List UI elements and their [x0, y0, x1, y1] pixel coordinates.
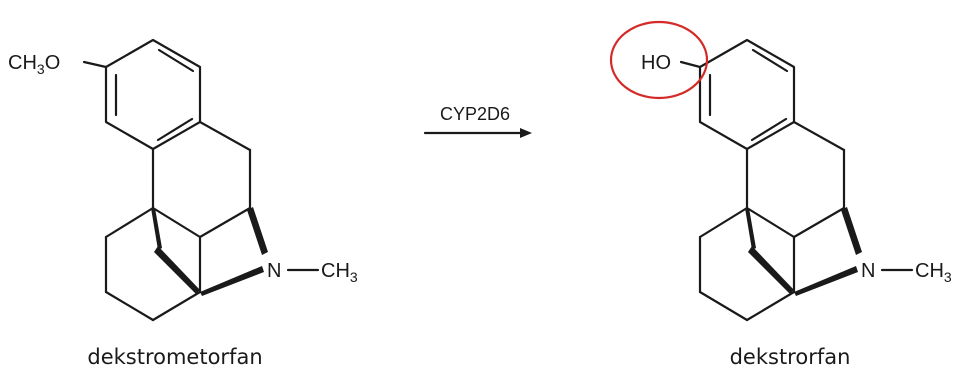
- reactant-wedge-bond: [151, 208, 162, 250]
- product-wedge-bond: [745, 208, 756, 250]
- product-name: dekstrorfan: [730, 345, 851, 367]
- product-bond: [745, 206, 796, 239]
- reactant-nitrogen-label: N: [267, 260, 281, 282]
- reactant-double-bond: [157, 48, 195, 73]
- product-double-bond: [750, 117, 788, 142]
- reactant-bond: [82, 60, 108, 69]
- product-bond: [679, 60, 702, 69]
- reactant-wedge-bond: [200, 266, 264, 296]
- reaction-arrow: CYP2D6: [423, 104, 532, 138]
- arrow-head-icon: [520, 128, 532, 138]
- product-double-bond: [751, 48, 789, 73]
- reactant-bond: [198, 120, 252, 152]
- reactant-methoxy-label: CH3O: [8, 52, 60, 77]
- product-bond: [698, 206, 749, 239]
- reactant-wedge-bond: [247, 207, 268, 255]
- reactant-name: dekstrometorfan: [87, 345, 262, 367]
- product-nitrogen-label: N: [861, 260, 875, 282]
- product-bond: [698, 290, 749, 322]
- reactant-bond: [151, 290, 202, 322]
- product-structure: HO N CH3: [641, 38, 952, 322]
- product-methyl-label: CH3: [915, 260, 952, 285]
- product-wedge-bond: [794, 266, 858, 296]
- reactant-bond: [151, 206, 202, 239]
- reactant-bond: [198, 206, 252, 239]
- highlight-circle-icon: [609, 20, 709, 100]
- product-bond: [792, 120, 846, 152]
- product-hydroxyl-label: HO: [641, 52, 671, 74]
- reactant-bond: [104, 206, 155, 239]
- reactant-aromatic-ring: [104, 38, 202, 151]
- product-wedge-bond: [841, 207, 862, 255]
- product-bond: [792, 206, 846, 239]
- reactant-methyl-label: CH3: [321, 260, 358, 285]
- product-bond: [745, 290, 796, 322]
- product-aromatic-ring: [698, 38, 796, 151]
- reactant-bond: [104, 290, 155, 322]
- reactant-double-bond: [156, 117, 194, 142]
- enzyme-label: CYP2D6: [440, 104, 510, 124]
- reactant-wedge-bond: [154, 246, 200, 294]
- reactant-structure: CH3O N CH3: [8, 38, 358, 322]
- product-wedge-bond: [748, 246, 794, 294]
